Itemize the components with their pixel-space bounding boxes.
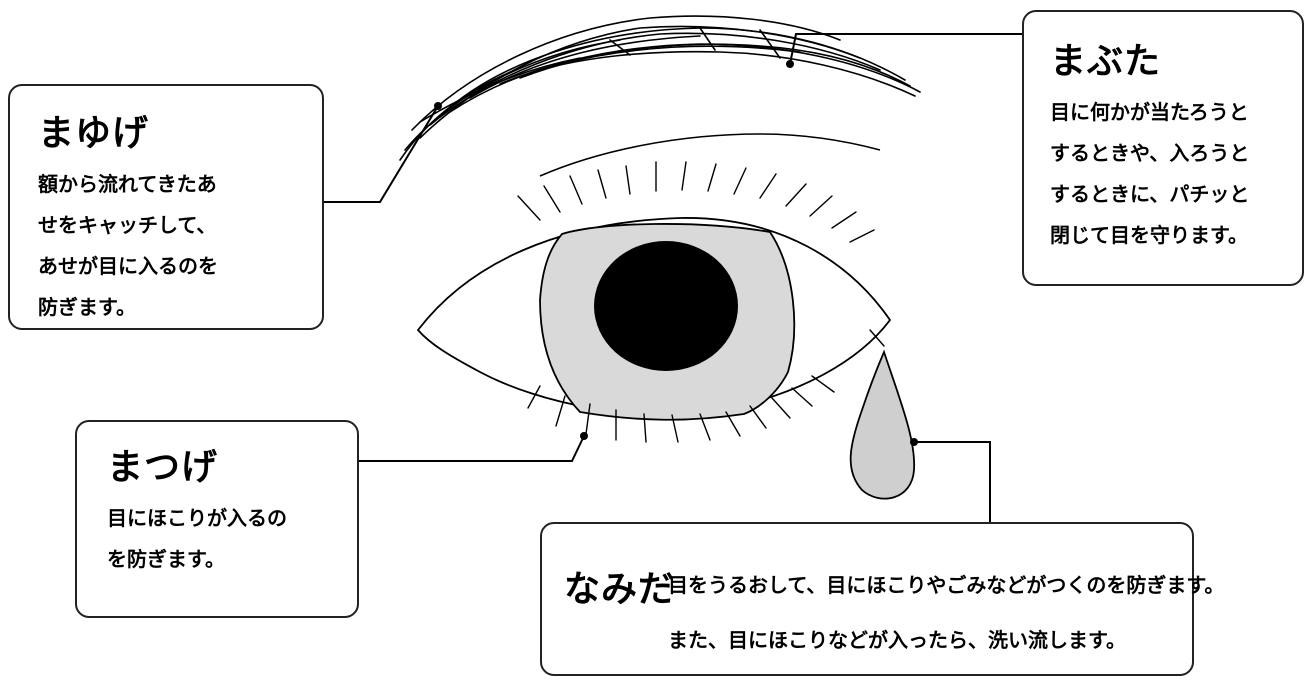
leader-lines bbox=[324, 33, 1022, 522]
leader-dots bbox=[434, 60, 918, 446]
eyelid-title: まぶた bbox=[1050, 41, 1162, 82]
pupil bbox=[594, 241, 738, 371]
callout-eyebrow: まゆげ 額から流れてきたあ せをキャッチして、 あせが目に入るのを 防ぎます。 bbox=[8, 84, 324, 330]
eyelid-crease bbox=[539, 133, 881, 177]
eyebrow-title: まゆげ bbox=[38, 113, 150, 154]
tear-drop bbox=[849, 349, 916, 500]
eyelash-title: まつげ bbox=[107, 447, 219, 488]
lower-lashes bbox=[527, 329, 885, 443]
tears-title: なみだ bbox=[564, 569, 676, 610]
tears-description-line1: 目をうるおして、目にほこりやごみなどがつくのを防ぎます。 bbox=[668, 573, 1225, 597]
callout-eyelid: まぶた 目に何かが当たろうと するときや、入ろうと するときに、パチッと 閉じて… bbox=[1022, 10, 1304, 286]
upper-lashes bbox=[517, 161, 875, 243]
eyelash-description: 目にほこりが入るの を防ぎます。 bbox=[107, 506, 287, 571]
eyelid-description: 目に何かが当たろうと するときや、入ろうと するときに、パチッと 閉じて目を守り… bbox=[1050, 100, 1250, 247]
eyebrow bbox=[399, 15, 921, 161]
tears-description-line2: また、目にほこりなどが入ったら、洗い流します。 bbox=[668, 628, 1126, 652]
callout-eyelash: まつげ 目にほこりが入るの を防ぎます。 bbox=[75, 420, 359, 618]
callout-tears: なみだ 目をうるおして、目にほこりやごみなどがつくのを防ぎます。 また、目にほこ… bbox=[540, 522, 1224, 676]
eyebrow-description: 額から流れてきたあ せをキャッチして、 あせが目に入るのを 防ぎます。 bbox=[38, 172, 218, 319]
